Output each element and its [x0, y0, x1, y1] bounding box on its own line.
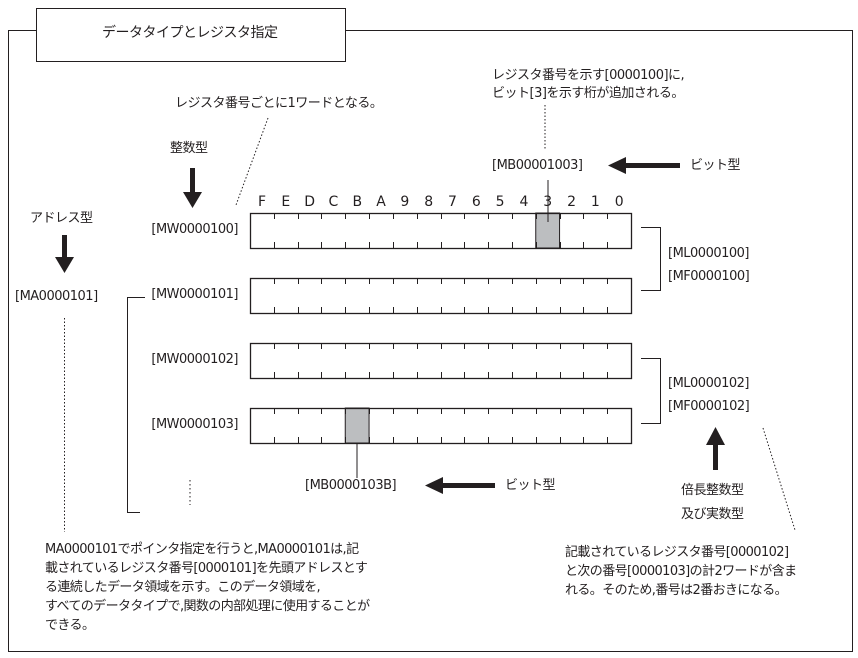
range-bracket [127, 297, 145, 513]
arrow-left-icon [624, 163, 680, 168]
address-type-label: アドレス型 [30, 211, 93, 226]
register-word [249, 277, 633, 315]
bit-note-line1: レジスタ番号を示す[0000100]に, [492, 68, 685, 83]
bit-label: 4 [519, 194, 529, 210]
ml-register-2: [ML0000102] [668, 376, 750, 391]
word-note: レジスタ番号ごとに1ワードとなる。 [175, 96, 383, 111]
ml-register-1: [ML0000100] [668, 246, 750, 261]
left-note-line: できる。 [45, 618, 95, 633]
mf-register-2: [MF0000102] [668, 399, 750, 414]
bit-label: 5 [495, 194, 505, 210]
register-word [249, 342, 633, 380]
bit-note-line2: ビット[3]を示す桁が追加される。 [492, 86, 684, 101]
outer-frame [8, 30, 853, 652]
mf-register-1: [MF0000100] [668, 269, 750, 284]
bit-label: 9 [400, 194, 410, 210]
integer-type-label: 整数型 [170, 141, 208, 156]
register-label: [MW0000103] [151, 417, 238, 432]
left-note-line: MA0000101でポインタ指定を行うと,MA0000101は,記 [45, 542, 359, 557]
bit-label: 0 [614, 194, 624, 210]
bit-label: 8 [424, 194, 434, 210]
arrow-left-icon [441, 483, 495, 488]
bit-label: D [304, 194, 316, 210]
right-note: 記載されているレジスタ番号[0000102] と次の番号[0000103]の計2… [565, 543, 797, 600]
bit-type-bottom: ビット型 [505, 478, 556, 493]
register-label: [MW0000102] [151, 352, 238, 367]
bit-label: 6 [471, 194, 481, 210]
right-note-line: と次の番号[0000103]の計2ワードが含ま [565, 564, 797, 579]
title-box [36, 8, 346, 62]
double-type-line1: 倍長整数型 [681, 483, 744, 498]
register-word [249, 407, 633, 445]
left-note-line: る連続したデータ領域を示す。このデータ領域を, [45, 580, 321, 595]
highlighted-bit [344, 407, 370, 444]
bit-label: B [352, 194, 363, 210]
left-note-line: 載されているレジスタ番号[0000101]を先頭アドレスとす [45, 561, 368, 576]
bit-label: 7 [448, 194, 457, 210]
bit-type-top: ビット型 [690, 158, 741, 173]
bit-label: A [376, 194, 386, 210]
right-note-line: 記載されているレジスタ番号[0000102] [565, 545, 789, 560]
bit-label: 1 [590, 194, 600, 210]
bit-label: C [328, 194, 339, 210]
bit-label: E [281, 194, 291, 210]
bit-register-bottom: [MB0000103B] [305, 478, 397, 493]
left-note: MA0000101でポインタ指定を行うと,MA0000101は,記 載されている… [45, 540, 370, 635]
arrows [55, 157, 725, 494]
right-note-line: れる。そのため,番号は2番おきになる。 [565, 583, 788, 598]
bit-register-top: [MB00001003] [492, 158, 583, 173]
register-label: [MW0000100] [151, 222, 238, 237]
double-type-line2: 及び実数型 [681, 507, 744, 522]
title: データタイプとレジスタ指定 [102, 25, 278, 41]
arrow-down-icon [62, 235, 67, 259]
arrow-up-icon [713, 443, 718, 470]
bit-label: 3 [543, 194, 553, 210]
register-word [249, 212, 633, 250]
bit-label: 2 [567, 194, 577, 210]
arrow-down-icon [190, 168, 195, 194]
address-register: [MA0000101] [15, 289, 98, 304]
dotted-leader [235, 117, 269, 206]
register-label: [MW0000101] [151, 287, 238, 302]
bit-label: F [257, 194, 267, 210]
left-note-line: すべてのデータタイプで,関数の内部処理に使用することが [45, 599, 370, 614]
